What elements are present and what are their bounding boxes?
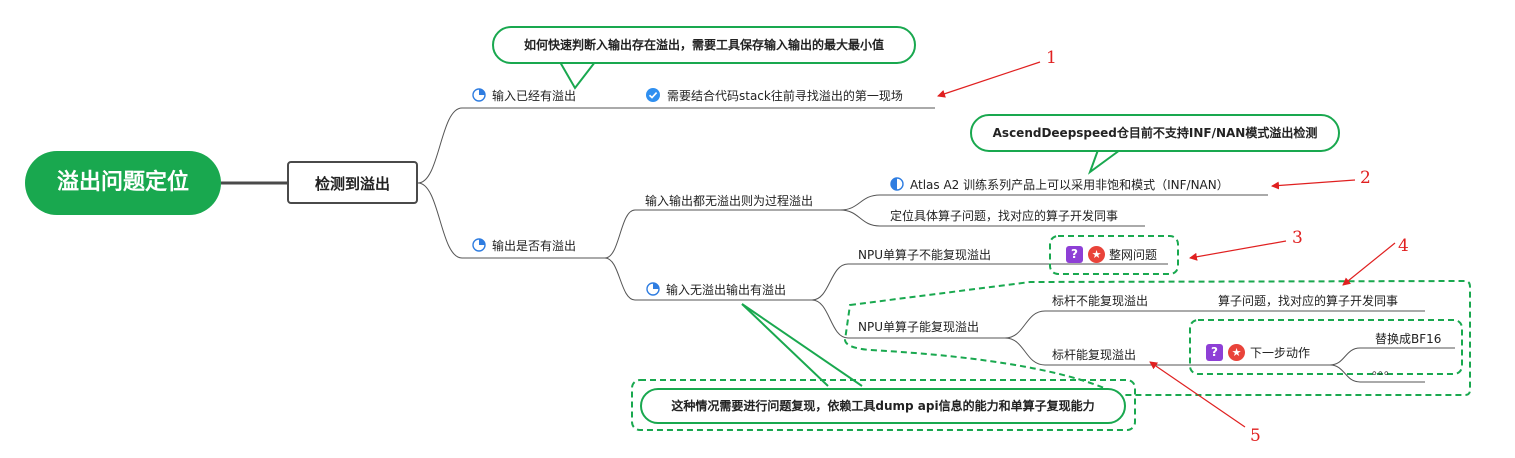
callout-top[interactable]: 如何快速判断入输出存在溢出，需要工具保存输入输出的最大最小值 (492, 26, 916, 64)
callout-bottom-pointer-a (741, 303, 829, 387)
boundary-bottom-callout (631, 379, 1136, 431)
progress-quarter-icon (472, 238, 486, 252)
connector-bench-can (1004, 337, 1190, 366)
marker-2: 2 (1360, 168, 1371, 188)
connector-in-no-out-yes (604, 257, 812, 301)
connector-ellipsis (1329, 364, 1425, 383)
connector-io-check (417, 182, 605, 259)
marker-5: 5 (1250, 426, 1261, 446)
node-bench-can[interactable]: 标杆能复现溢出 (1052, 348, 1137, 362)
question-icon: ? (1206, 344, 1223, 361)
marker-3: 3 (1292, 228, 1303, 248)
node-atlas[interactable]: Atlas A2 训练系列产品上可以采用非饱和模式（INF/NAN） (910, 178, 1229, 192)
connector-no-overflow (604, 209, 840, 259)
callout-ascend[interactable]: AscendDeepspeed仓目前不支持INF/NAN模式溢出检测 (970, 114, 1340, 152)
arrow-4 (1342, 242, 1396, 286)
star-icon: ★ (1228, 344, 1245, 361)
node-no-overflow[interactable]: 输入输出都无溢出则为过程溢出 (645, 194, 814, 208)
node-npu-can[interactable]: NPU单算子能复现溢出 (858, 320, 979, 334)
connector-npu-can (811, 299, 1005, 339)
connector-locate-op (839, 209, 1145, 227)
node-npu-cannot[interactable]: NPU单算子不能复现溢出 (858, 248, 991, 262)
callout-bottom[interactable]: 这种情况需要进行问题复现，依赖工具dump api信息的能力和单算子复现能力 (640, 388, 1126, 424)
connector-bench-cannot (1004, 310, 1168, 339)
main-topic-node[interactable]: 检测到溢出 (287, 161, 418, 204)
arrow-5 (1149, 361, 1246, 428)
node-ellipsis[interactable]: 。。。 (1372, 363, 1397, 377)
connector-atlas (839, 194, 1268, 211)
node-op-issue[interactable]: 算子问题，找对应的算子开发同事 (1218, 294, 1399, 308)
arrow-3 (1189, 240, 1287, 261)
progress-quarter-icon (646, 282, 660, 296)
node-bf16[interactable]: 替换成BF16 (1375, 332, 1442, 346)
question-icon: ? (1066, 246, 1083, 263)
arrow-1 (937, 61, 1041, 98)
check-circle-icon (646, 88, 660, 102)
progress-quarter-icon (472, 88, 486, 102)
boundary-whole-net (1049, 235, 1179, 275)
progress-half-icon (890, 177, 904, 191)
connector-input-overflow (417, 107, 585, 184)
arrow-2 (1271, 179, 1356, 190)
marker-1: 1 (1046, 48, 1057, 68)
callout-top-tail (559, 61, 596, 90)
node-input-overflow-child[interactable]: 需要结合代码stack往前寻找溢出的第一现场 (667, 89, 903, 103)
node-io-check[interactable]: 输出是否有溢出 (492, 239, 577, 253)
node-whole-net[interactable]: 整网问题 (1109, 248, 1158, 262)
node-next-step[interactable]: 下一步动作 (1250, 346, 1311, 360)
node-bench-cannot[interactable]: 标杆不能复现溢出 (1052, 294, 1149, 308)
connector-bf16 (1329, 347, 1455, 366)
node-locate-op[interactable]: 定位具体算子问题，找对应的算子开发同事 (890, 209, 1119, 223)
node-input-overflow[interactable]: 输入已经有溢出 (492, 89, 577, 103)
callout-ascend-tail (1087, 149, 1121, 175)
node-in-no-out-yes[interactable]: 输入无溢出输出有溢出 (666, 283, 787, 297)
connector-npu-cannot (811, 263, 1045, 301)
root-node[interactable]: 溢出问题定位 (25, 151, 221, 215)
marker-4: 4 (1398, 236, 1409, 256)
star-icon: ★ (1088, 246, 1105, 263)
callout-bottom-pointer-b (741, 303, 863, 387)
boundary-npu-can (843, 279, 1471, 396)
